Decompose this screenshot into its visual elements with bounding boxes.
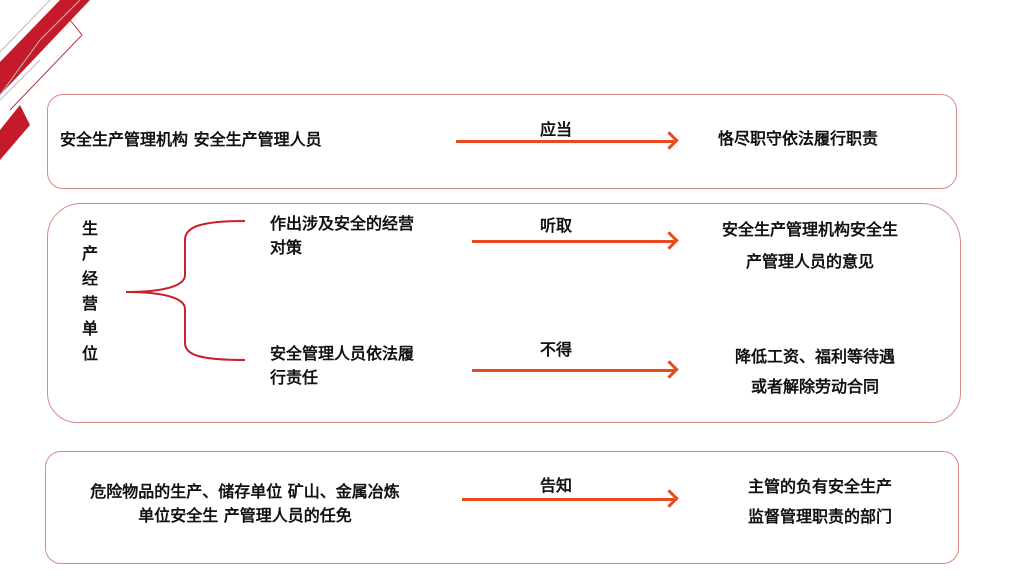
row2-bottom-right: 降低工资、福利等待遇或者解除劳动合同: [734, 347, 895, 396]
arrow-icon: [472, 369, 674, 372]
row3-box: [45, 451, 959, 564]
row1-box: [47, 94, 957, 189]
arrow-icon: [472, 240, 674, 243]
row3-left: 危险物品的生产、储存单位 矿山、金属冶炼单位安全生 产管理人员的任免: [90, 482, 400, 525]
row1-verb: 应当: [540, 120, 573, 139]
row2-top-left: 作出涉及安全的经营对策: [270, 214, 415, 257]
row2-top-verb: 听取: [540, 216, 573, 235]
brace-icon: [125, 220, 246, 361]
row1-left-text: 安全生产管理机构 安全生产管理人员: [60, 130, 322, 149]
arrow-icon: [456, 140, 674, 143]
row2-bottom-verb: 不得: [540, 340, 573, 359]
row2-subject: 生产经营单位: [82, 219, 99, 363]
row2-bottom-left: 安全管理人员依法履行责任: [270, 344, 415, 387]
arrow-icon: [462, 498, 674, 501]
row1-right-text: 恪尽职守依法履行职责: [718, 129, 879, 148]
corner-decoration: [0, 0, 90, 160]
row3-right: 主管的负有安全生产监督管理职责的部门: [747, 477, 892, 526]
row2-box: [47, 203, 961, 423]
row2-top-right: 安全生产管理机构安全生产管理人员的意见: [721, 220, 898, 271]
row3-verb: 告知: [540, 476, 573, 495]
